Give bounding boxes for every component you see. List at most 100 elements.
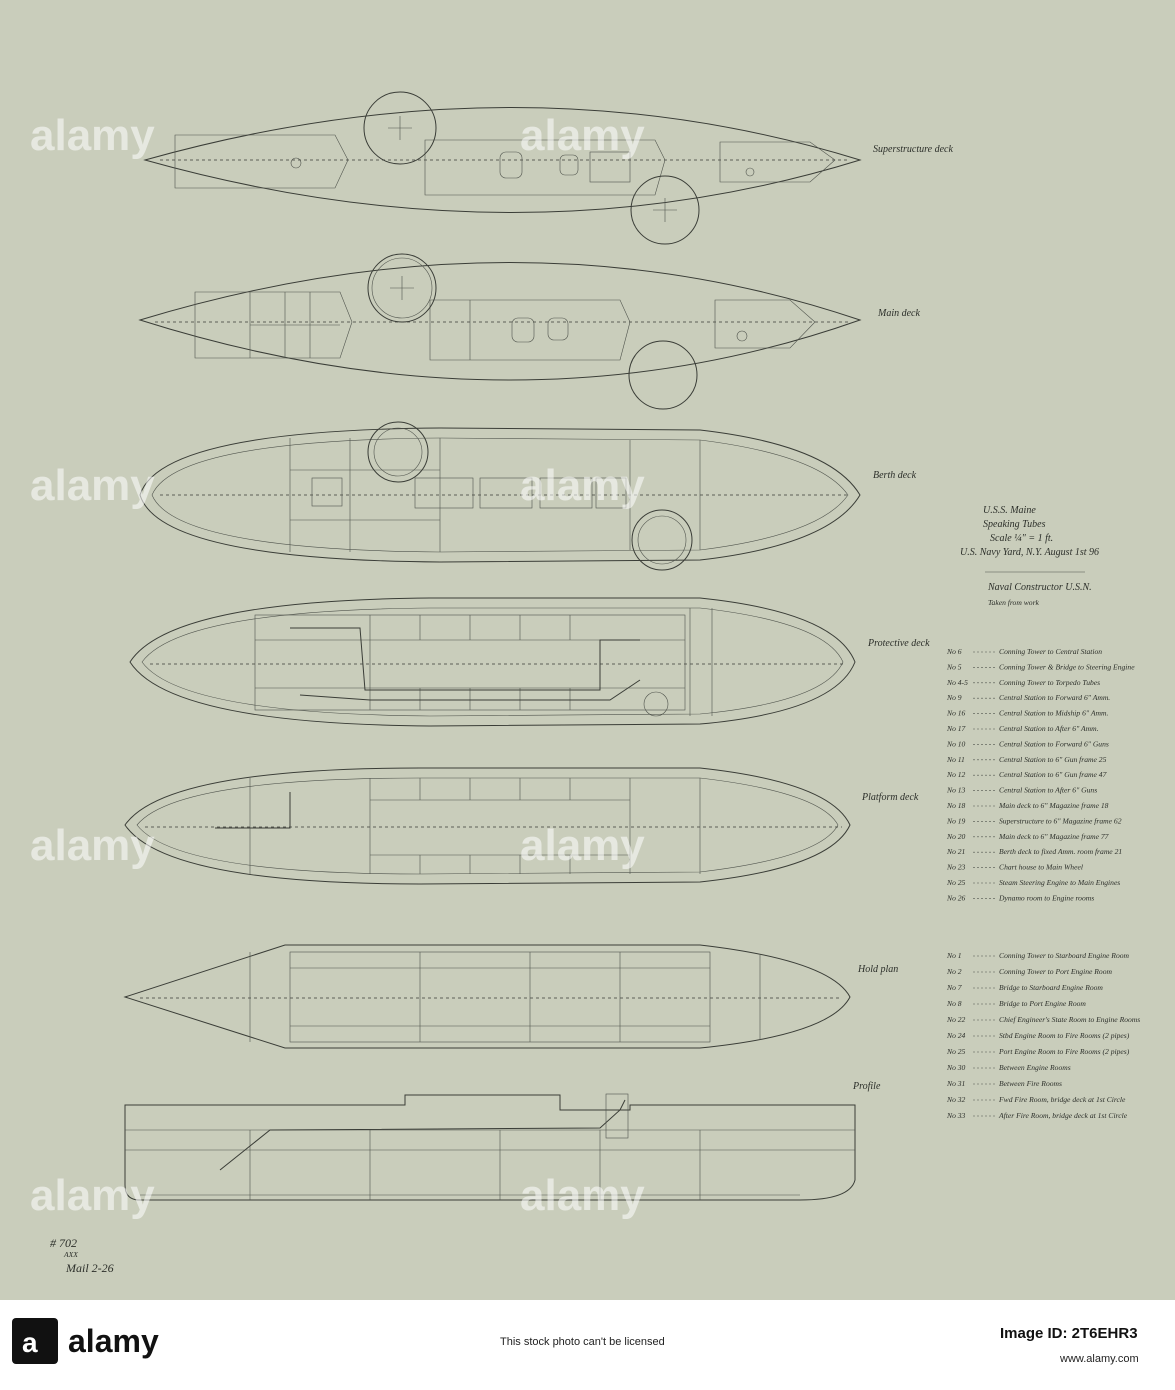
- protective-deck-plan: Protective deck: [129, 597, 930, 727]
- legend-number: No 23: [946, 863, 966, 872]
- legend-entry: Central Station to 6" Gun frame 47: [999, 770, 1108, 779]
- legend-entry: Superstructure to 6" Magazine frame 62: [999, 816, 1122, 825]
- deck-label-platform: Platform deck: [861, 792, 919, 803]
- legend-number: No 31: [946, 1079, 965, 1088]
- legend-number: No 13: [946, 786, 966, 795]
- corner-note-line-1: # 702: [50, 1236, 77, 1250]
- legend-speaking-tubes-b: No 1 Conning Tower to Starboard Engine Ro…: [946, 951, 1140, 1120]
- superstructure-deck-plan: Superstructure deck: [143, 91, 953, 245]
- svg-text:alamy: alamy: [30, 111, 155, 160]
- legend-number: No 33: [946, 1111, 966, 1120]
- legend-entry: Central Station to After 6" Amm.: [999, 724, 1099, 733]
- legend-entry: Main deck to 6" Magazine frame 77: [998, 832, 1110, 841]
- corner-note-line-3: Mail 2-26: [65, 1261, 114, 1275]
- svg-text:alamy: alamy: [30, 1171, 155, 1220]
- deck-label-berth: Berth deck: [873, 470, 917, 481]
- svg-text:alamy: alamy: [520, 111, 645, 160]
- profile-elevation: Profile: [124, 1081, 881, 1201]
- legend-number: No 9: [946, 693, 962, 702]
- legend-number: No 6: [946, 647, 962, 656]
- footer-image-id: Image ID: 2T6EHR3: [1000, 1325, 1138, 1342]
- svg-text:alamy: alamy: [520, 461, 645, 510]
- legend-number: No 10: [946, 739, 966, 748]
- legend-entry: Port Engine Room to Fire Rooms (2 pipes): [998, 1047, 1130, 1056]
- title-note: Taken from work: [988, 598, 1040, 607]
- legend-entry: Conning Tower to Torpedo Tubes: [999, 678, 1100, 687]
- legend-number: No 8: [946, 999, 962, 1008]
- legend-number: No 5: [946, 662, 962, 671]
- legend-entry: Chart house to Main Wheel: [999, 863, 1083, 872]
- deck-label-protective: Protective deck: [867, 638, 930, 649]
- deck-label-hold: Hold plan: [857, 964, 898, 975]
- deck-label-superstructure: Superstructure deck: [873, 144, 953, 155]
- legend-number: No 25: [946, 1047, 966, 1056]
- legend-entry: Between Fire Rooms: [999, 1079, 1062, 1088]
- legend-entry: Conning Tower & Bridge to Steering Engin…: [999, 662, 1135, 671]
- legend-number: No 16: [946, 709, 966, 718]
- ship-drawing: Superstructure deck Main deck: [30, 91, 1140, 1275]
- title-signature: Naval Constructor U.S.N.: [987, 582, 1092, 593]
- legend-number: No 4-5: [946, 678, 968, 687]
- corner-handwritten-note: # 702 AXX Mail 2-26: [50, 1236, 114, 1275]
- legend-number: No 25: [946, 878, 966, 887]
- legend-number: No 18: [946, 801, 966, 810]
- legend-number: No 7: [946, 983, 963, 992]
- deck-label-main: Main deck: [877, 308, 920, 319]
- legend-entry: Conning Tower to Central Station: [999, 647, 1102, 656]
- stock-footer: a alamy This stock photo can't be licens…: [0, 1300, 1175, 1390]
- legend-number: No 11: [946, 755, 965, 764]
- blueprint-sheet: Superstructure deck Main deck: [0, 0, 1175, 1300]
- corner-note-line-2: AXX: [63, 1250, 78, 1259]
- svg-text:alamy: alamy: [30, 821, 155, 870]
- legend-number: No 24: [946, 1031, 966, 1040]
- svg-text:alamy: alamy: [520, 821, 645, 870]
- title-line-3: Scale ¼" = 1 ft.: [990, 533, 1053, 544]
- legend-entry: Central Station to Forward 6" Amm.: [999, 693, 1110, 702]
- legend-entry: Steam Steering Engine to Main Engines: [999, 878, 1120, 887]
- legend-number: No 21: [946, 847, 965, 856]
- platform-deck-plan: Platform deck: [124, 767, 919, 885]
- legend-entry: Conning Tower to Starboard Engine Room: [999, 951, 1130, 960]
- hold-plan: Hold plan: [123, 944, 898, 1049]
- svg-text:alamy: alamy: [30, 461, 155, 510]
- legend-number: No 30: [946, 1063, 966, 1072]
- legend-number: No 32: [946, 1095, 966, 1104]
- legend-entry: Bridge to Starboard Engine Room: [999, 983, 1103, 992]
- legend-entry: Central Station to Forward 6" Guns: [999, 739, 1109, 748]
- svg-text:a: a: [22, 1327, 38, 1358]
- alamy-watermark: alamy alamy alamy alamy alamy alamy alam…: [30, 111, 645, 1220]
- legend-number: No 17: [946, 724, 967, 733]
- legend-entry: Chief Engineer's State Room to Engine Ro…: [999, 1015, 1140, 1024]
- legend-number: No 2: [946, 967, 962, 976]
- legend-number: No 20: [946, 832, 966, 841]
- footer-site: www.alamy.com: [1059, 1353, 1139, 1365]
- deck-label-profile: Profile: [852, 1081, 881, 1092]
- legend-entry: Berth deck to fixed Amm. room frame 21: [999, 847, 1122, 856]
- berth-deck-plan: Berth deck: [139, 421, 917, 571]
- legend-entry: Stbd Engine Room to Fire Rooms (2 pipes): [999, 1031, 1130, 1040]
- title-block: U.S.S. Maine Speaking Tubes Scale ¼" = 1…: [960, 505, 1099, 607]
- legend-entry: Dynamo room to Engine rooms: [998, 893, 1094, 902]
- legend-number: No 22: [946, 1015, 966, 1024]
- legend-entry: Central Station to After 6" Guns: [999, 786, 1097, 795]
- footer-caption: This stock photo can't be licensed: [500, 1336, 665, 1348]
- title-line-2: Speaking Tubes: [983, 519, 1046, 530]
- legend-number: No 12: [946, 770, 966, 779]
- svg-text:alamy: alamy: [520, 1171, 645, 1220]
- main-deck-plan: Main deck: [138, 253, 920, 410]
- legend-entry: Central Station to 6" Gun frame 25: [999, 755, 1107, 764]
- alamy-logo-icon: [12, 1318, 58, 1364]
- legend-entry: Central Station to Midship 6" Amm.: [999, 709, 1108, 718]
- legend-number: No 1: [946, 951, 962, 960]
- legend-entry: Conning Tower to Port Engine Room: [999, 967, 1113, 976]
- legend-entry: Fwd Fire Room, bridge deck at 1st Circle: [998, 1095, 1126, 1104]
- legend-entry: After Fire Room, bridge deck at 1st Circ…: [998, 1111, 1128, 1120]
- legend-number: No 19: [946, 816, 966, 825]
- legend-entry: Bridge to Port Engine Room: [999, 999, 1086, 1008]
- title-line-4: U.S. Navy Yard, N.Y. August 1st 96: [960, 547, 1099, 558]
- legend-entry: Main deck to 6" Magazine frame 18: [998, 801, 1109, 810]
- footer-logo: alamy: [68, 1323, 159, 1359]
- title-line-1: U.S.S. Maine: [983, 505, 1036, 516]
- legend-number: No 26: [946, 893, 966, 902]
- legend-entry: Between Engine Rooms: [999, 1063, 1071, 1072]
